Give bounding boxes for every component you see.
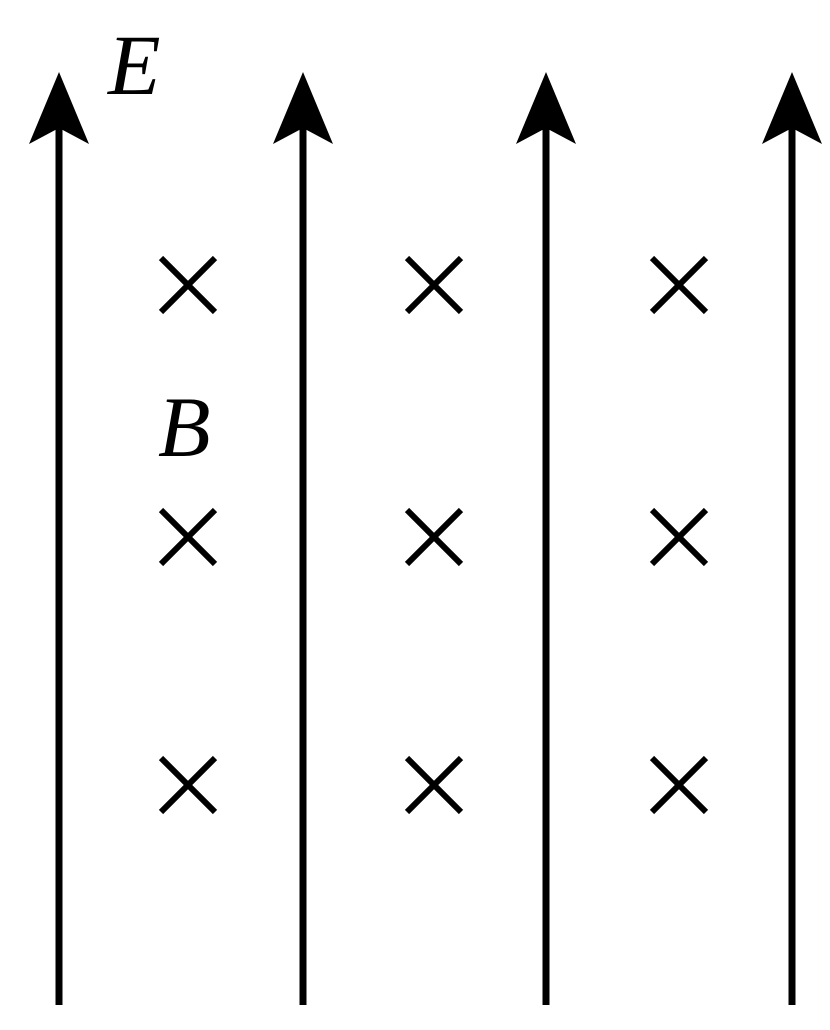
e-field-line-2 xyxy=(273,72,333,1005)
arrowhead-icon xyxy=(516,72,576,144)
cross-icon xyxy=(649,507,709,567)
cross-icon xyxy=(404,255,464,315)
cross-icon xyxy=(158,255,218,315)
cross-icon xyxy=(404,507,464,567)
cross-icon xyxy=(158,755,218,815)
cross-icon xyxy=(404,755,464,815)
arrowhead-icon xyxy=(762,72,822,144)
magnetic-field-crosses xyxy=(158,255,709,815)
arrowhead-icon xyxy=(273,72,333,144)
e-field-line-4 xyxy=(762,72,822,1005)
e-field-line-1 xyxy=(29,72,89,1005)
cross-icon xyxy=(158,507,218,567)
e-field-line-3 xyxy=(516,72,576,1005)
electric-field-label: E xyxy=(106,17,161,113)
arrowhead-icon xyxy=(29,72,89,144)
cross-icon xyxy=(649,755,709,815)
magnetic-field-label: B xyxy=(158,379,211,475)
electric-field-lines xyxy=(29,72,822,1005)
cross-icon xyxy=(649,255,709,315)
